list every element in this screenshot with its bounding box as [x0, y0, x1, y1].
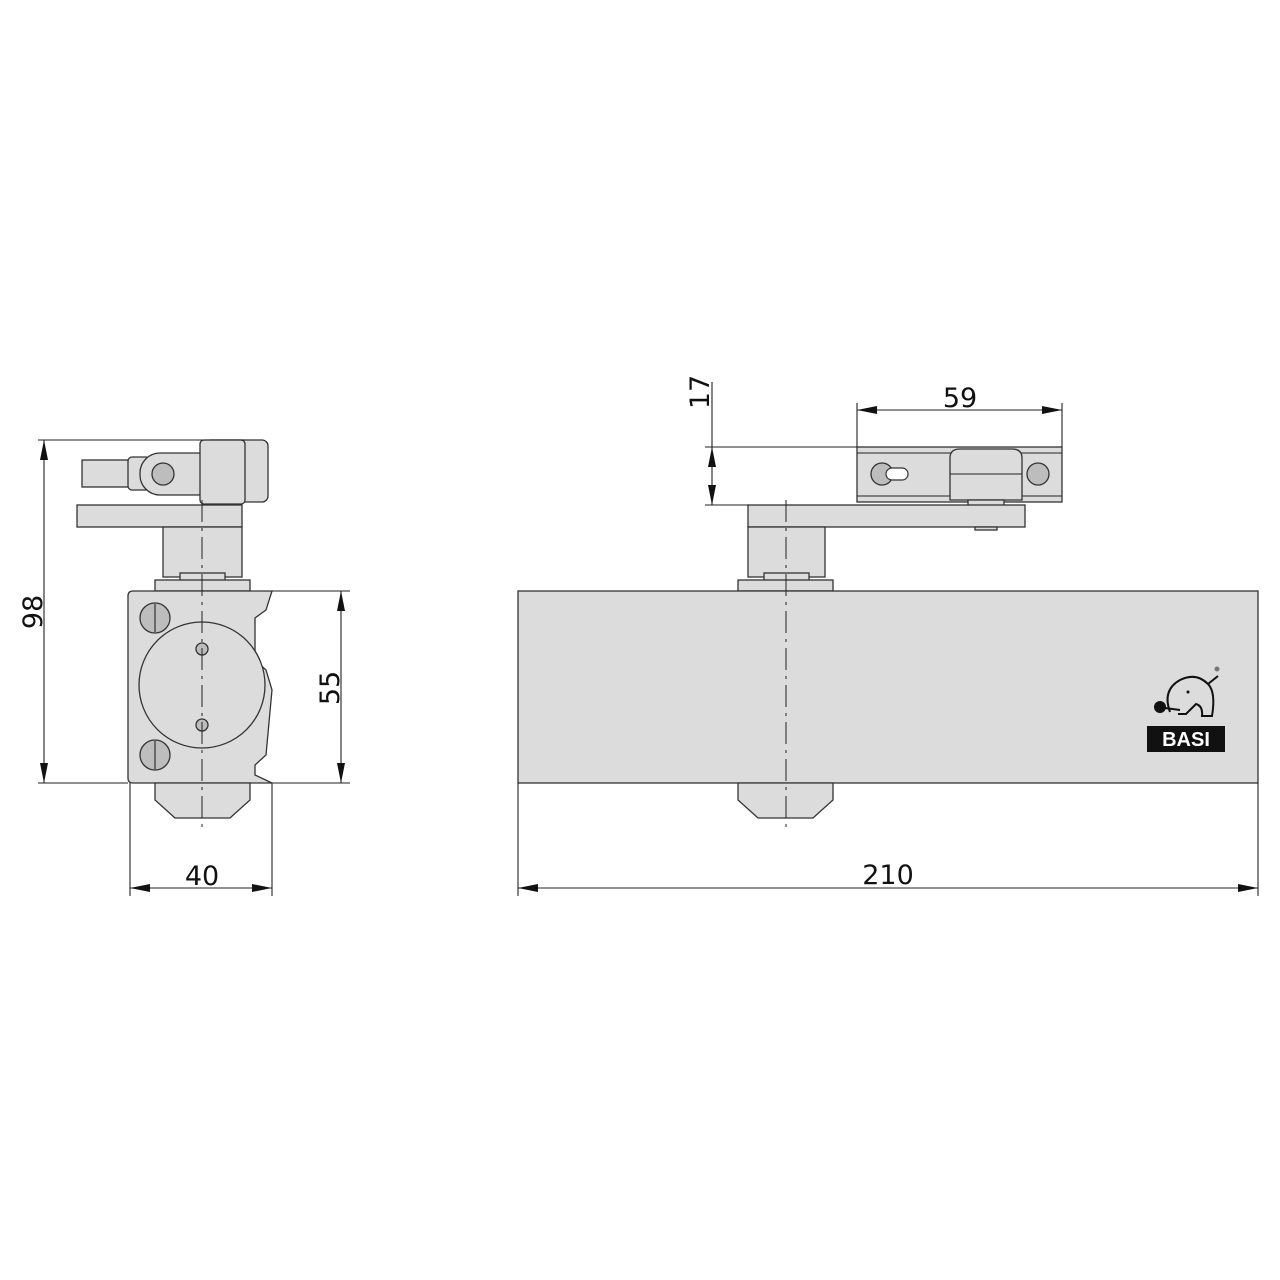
side-view [76, 439, 273, 830]
svg-text:40: 40 [185, 861, 219, 892]
arm [747, 504, 1026, 528]
dimension-40: 40 [129, 783, 273, 896]
svg-text:210: 210 [862, 860, 914, 891]
basi-logo: BASI [1147, 666, 1225, 752]
dimension-210: 210 [517, 783, 1259, 896]
dimension-59: 59 [856, 383, 1063, 447]
screw-icon [139, 739, 171, 771]
svg-text:98: 98 [18, 595, 49, 629]
pin [151, 462, 175, 486]
dimension-55: 55 [272, 590, 350, 784]
front-view [517, 446, 1259, 830]
screw-icon [139, 602, 171, 634]
dimension-98: 98 [18, 439, 245, 784]
svg-text:BASI: BASI [1162, 729, 1210, 751]
spindle-column [162, 526, 243, 578]
arm-rod [81, 459, 133, 488]
closer-body [517, 590, 1259, 784]
dimension-17: 17 [685, 375, 857, 506]
svg-text:55: 55 [315, 671, 346, 705]
svg-text:59: 59 [943, 383, 977, 414]
arm [76, 504, 243, 528]
svg-text:17: 17 [685, 375, 716, 409]
registered-mark [1214, 666, 1220, 672]
hinge-block [199, 439, 246, 505]
